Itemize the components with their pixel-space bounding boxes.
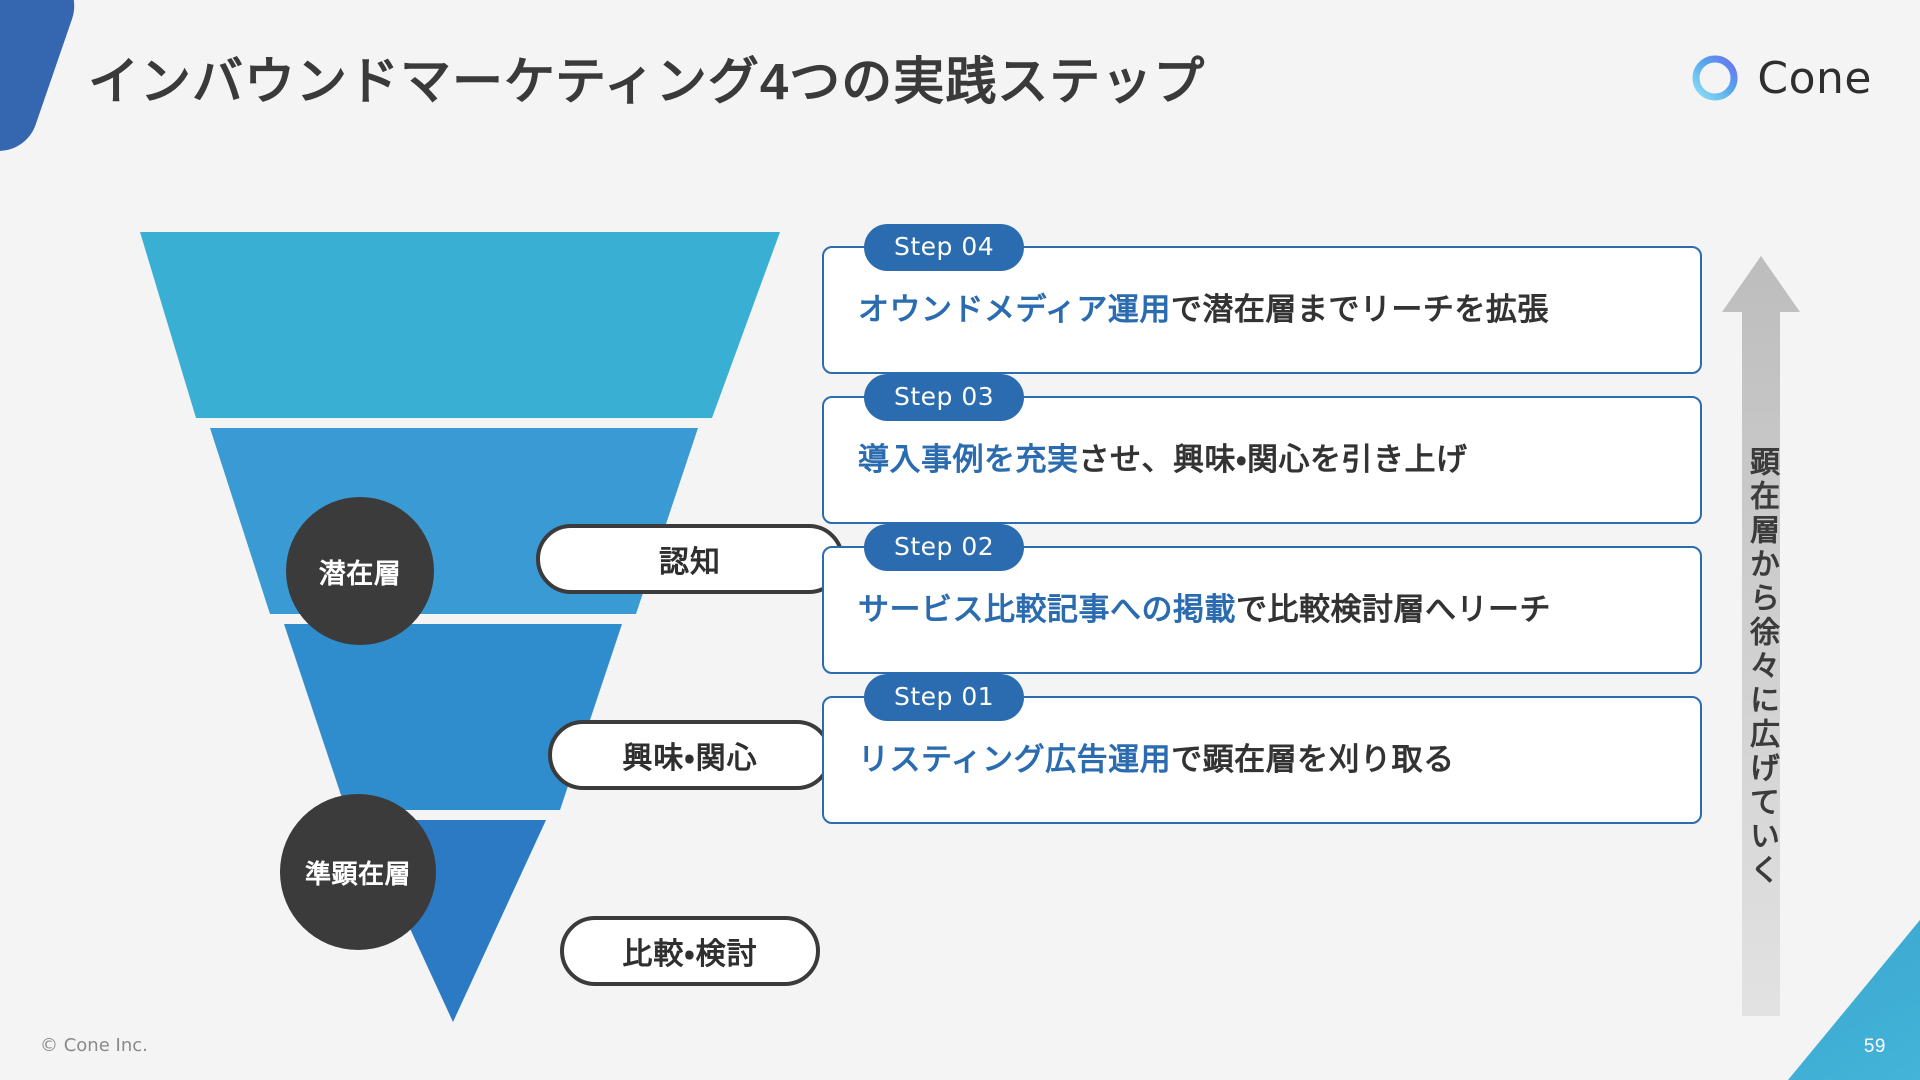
decorative-corner-wedge <box>1788 920 1920 1080</box>
funnel-stage-pill-label: 比較・検討 <box>622 938 758 971</box>
step-card-highlight: サービス比較記事への掲載 <box>858 591 1236 627</box>
funnel-stage-pill-label: 認知 <box>659 546 721 579</box>
step-card-text: 導入事例を充実させ、興味・関心を引き上げ <box>858 441 1468 480</box>
stage-label: 準顕在層 <box>304 858 411 889</box>
step-card[interactable]: Step 03 導入事例を充実させ、興味・関心を引き上げ <box>822 374 1702 524</box>
step-card-rest: させ、興味・関心を引き上げ <box>1078 441 1468 477</box>
step-card-highlight: 導入事例を充実 <box>858 441 1079 477</box>
copyright: © Cone Inc. <box>40 1035 148 1056</box>
funnel-segment-1 <box>140 232 780 418</box>
step-card-body: リスティング広告運用で顕在層を刈り取る <box>822 696 1702 824</box>
step-card-text: サービス比較記事への掲載で比較検討層へリーチ <box>858 591 1551 630</box>
step-card-rest: で潜在層までリーチを拡張 <box>1170 291 1549 327</box>
funnel-stage-pill-awareness: 認知 <box>536 524 844 594</box>
step-badge: Step 01 <box>864 674 1025 721</box>
funnel-stage-pill-interest: 興味・関心 <box>548 720 832 790</box>
step-card-rest: で比較検討層へリーチ <box>1236 591 1551 627</box>
step-card[interactable]: Step 04 オウンドメディア運用で潜在層までリーチを拡張 <box>822 224 1702 374</box>
funnel-shape <box>140 232 780 1022</box>
step-badge: Step 02 <box>864 524 1025 571</box>
expansion-arrow-group: 顕在層から徐々に広げていく <box>1716 256 1806 1016</box>
expansion-caption: 顕在層から徐々に広げていく <box>1745 446 1778 888</box>
logo-wordmark: Cone <box>1757 52 1872 104</box>
funnel-segment-3 <box>284 624 622 810</box>
step-badge: Step 03 <box>864 374 1025 421</box>
cone-ring-icon <box>1689 52 1741 104</box>
step-card-highlight: オウンドメディア運用 <box>858 291 1171 327</box>
step-badge: Step 04 <box>864 224 1025 271</box>
stage-circle-semi-latent: 準顕在層 <box>280 794 436 950</box>
step-card[interactable]: Step 01 リスティング広告運用で顕在層を刈り取る <box>822 674 1702 824</box>
decorative-slash <box>0 0 85 162</box>
page-title: インバウンドマーケティング4つの実践ステップ <box>88 53 1206 110</box>
brand-logo: Cone <box>1689 52 1872 104</box>
step-card[interactable]: Step 02 サービス比較記事への掲載で比較検討層へリーチ <box>822 524 1702 674</box>
page-number: 59 <box>1863 1036 1886 1057</box>
step-card-rest: で顕在層を刈り取る <box>1171 741 1455 777</box>
funnel-stage-pill-label: 興味・関心 <box>622 742 758 775</box>
step-card-highlight: リスティング広告運用 <box>858 741 1172 777</box>
step-card-list: Step 04 オウンドメディア運用で潜在層までリーチを拡張 Step 03 導… <box>822 224 1702 846</box>
step-card-text: オウンドメディア運用で潜在層までリーチを拡張 <box>858 291 1549 330</box>
funnel-diagram: 潜在層 準顕在層 顕在層 認知 興味・関心 比較・検討 導入 <box>140 232 940 1022</box>
funnel-stage-pill-comparison: 比較・検討 <box>560 916 820 986</box>
step-card-text: リスティング広告運用で顕在層を刈り取る <box>858 741 1455 780</box>
stage-circle-latent: 潜在層 <box>286 497 434 645</box>
stage-label: 潜在層 <box>318 558 402 589</box>
